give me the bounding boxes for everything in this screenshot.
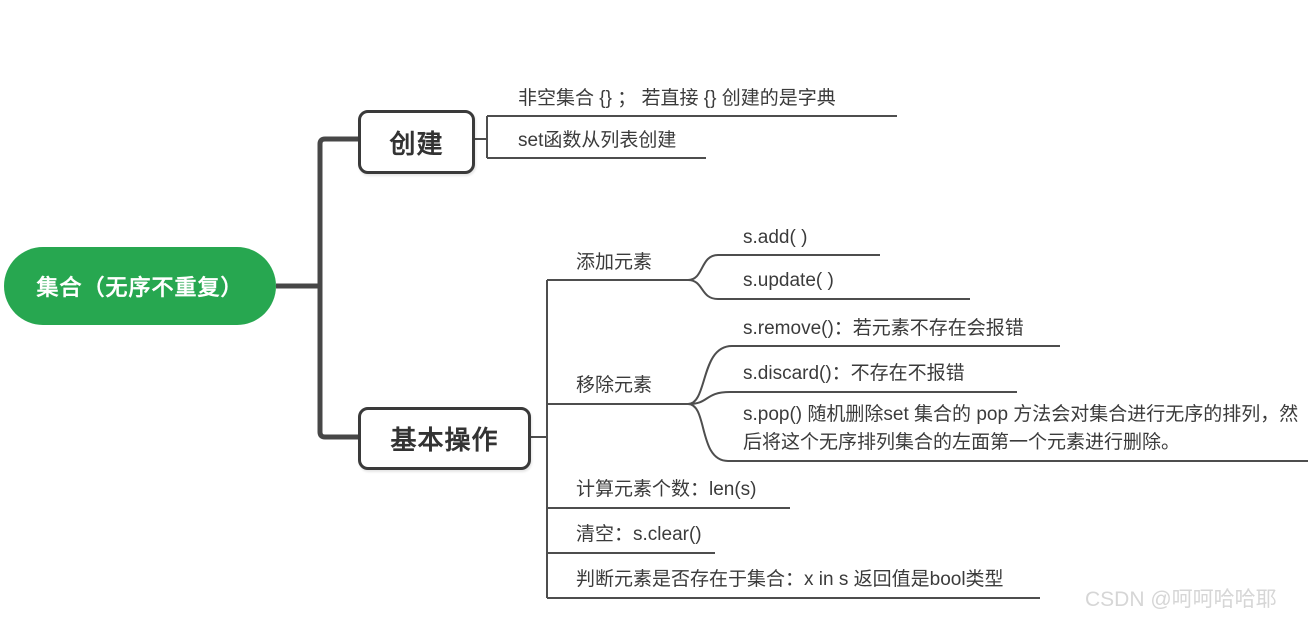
leaf-s-add[interactable]: s.add( ) xyxy=(743,227,808,248)
trunk-to-basic xyxy=(317,286,358,440)
topic-basic-label: 基本操作 xyxy=(390,425,499,455)
fork-s-discard xyxy=(687,391,1017,405)
leaf-set-from-list[interactable]: set函数从列表创建 xyxy=(518,130,677,151)
root-node[interactable]: 集合（无序不重复） xyxy=(4,247,276,325)
topic-create[interactable]: 创建 xyxy=(358,110,475,174)
fork-s-remove xyxy=(687,345,1060,405)
trunk-to-create xyxy=(317,136,358,286)
leaf-s-discard[interactable]: s.discard()：不存在不报错 xyxy=(743,363,965,384)
leaf-membership-test[interactable]: 判断元素是否存在于集合：x in s 返回值是bool类型 xyxy=(576,569,1004,590)
fork-s-pop xyxy=(687,403,1308,462)
topic-create-label: 创建 xyxy=(389,128,444,159)
leaf-count-elements[interactable]: 计算元素个数：len(s) xyxy=(576,479,757,500)
fork-s-update xyxy=(687,279,970,300)
leaf-empty-set-note[interactable]: 非空集合 {} ； 若直接 {} 创建的是字典 xyxy=(518,88,836,109)
fork-s-add xyxy=(687,254,880,281)
leaf-add-elements[interactable]: 添加元素 xyxy=(576,252,653,273)
root-label: 集合（无序不重复） xyxy=(36,275,244,300)
leaf-s-update[interactable]: s.update( ) xyxy=(743,270,834,291)
leaf-s-remove[interactable]: s.remove()：若元素不存在会报错 xyxy=(743,318,1024,339)
leaf-clear-set[interactable]: 清空：s.clear() xyxy=(576,524,702,545)
watermark: CSDN @呵呵哈哈耶 xyxy=(1085,588,1277,611)
leaf-s-pop[interactable]: s.pop() 随机删除set 集合的 pop 方法会对集合进行无序的排列，然后… xyxy=(743,404,1299,453)
leaf-remove-elements[interactable]: 移除元素 xyxy=(576,375,653,396)
topic-basic-operations[interactable]: 基本操作 xyxy=(358,407,531,470)
